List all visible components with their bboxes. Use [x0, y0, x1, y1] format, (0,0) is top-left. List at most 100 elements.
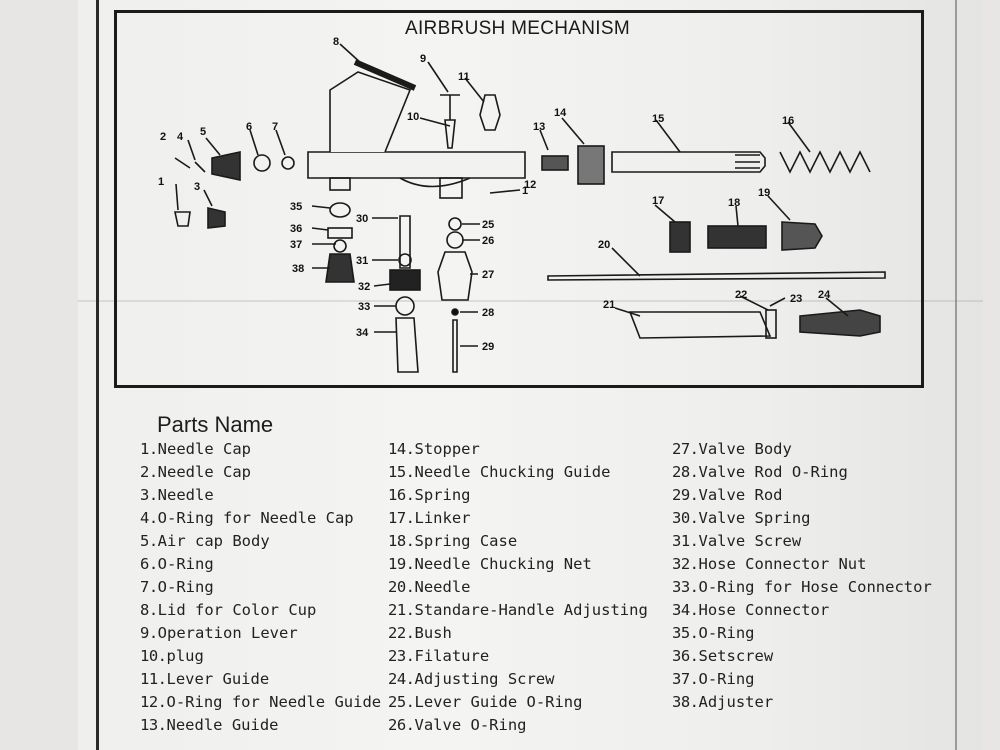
- part-number: 5.: [140, 532, 158, 550]
- spring-shape: [779, 150, 871, 174]
- part-item: 15.Needle Chucking Guide: [388, 461, 648, 484]
- part-number: 30.: [672, 509, 699, 527]
- callout: 25: [482, 219, 494, 231]
- valve-screw-shape: [398, 253, 412, 267]
- part-number: 16.: [388, 486, 415, 504]
- part-number: 21.: [388, 601, 415, 619]
- callout: 15: [652, 113, 664, 125]
- chucking-net-shape: [781, 221, 823, 251]
- part-name: Needle Chucking Guide: [414, 463, 611, 481]
- part-name: O-Ring for Hose Connector: [698, 578, 932, 596]
- part-number: 20.: [388, 578, 415, 596]
- part-name: Operation Lever: [157, 624, 298, 642]
- oring-37: [333, 239, 347, 253]
- diagram-title: AIRBRUSH MECHANISM: [405, 18, 630, 39]
- lever-guide-shape: [479, 94, 501, 131]
- part-name: O-Ring: [157, 578, 214, 596]
- part-name: Valve Rod O-Ring: [698, 463, 848, 481]
- part-item: 12.O-Ring for Needle Guide: [140, 691, 381, 714]
- callout: 10: [407, 111, 419, 123]
- part-name: Valve Body: [698, 440, 792, 458]
- part-number: 23.: [388, 647, 415, 665]
- part-name: Needle Cap: [157, 463, 251, 481]
- part-number: 34.: [672, 601, 699, 619]
- part-item: 32.Hose Connector Nut: [672, 553, 932, 576]
- part-item: 3.Needle: [140, 484, 381, 507]
- callout: 30: [356, 213, 368, 225]
- part-name: O-Ring for Needle Guide: [166, 693, 382, 711]
- part-item: 22.Bush: [388, 622, 648, 645]
- part-number: 10.: [140, 647, 167, 665]
- part-name: O-Ring: [698, 624, 755, 642]
- parts-heading: Parts Name: [157, 412, 274, 437]
- part-name: O-Ring: [157, 555, 214, 573]
- part-name: Stopper: [414, 440, 480, 458]
- part-name: Standare-Handle Adjusting: [414, 601, 648, 619]
- cup-lid-shape: [353, 59, 417, 91]
- part-item: 4.O-Ring for Needle Cap: [140, 507, 381, 530]
- part-item: 37.O-Ring: [672, 668, 932, 691]
- needle-front: [174, 157, 206, 173]
- part-name: Lid for Color Cup: [157, 601, 317, 619]
- part-number: 8.: [140, 601, 158, 619]
- part-number: 27.: [672, 440, 699, 458]
- part-item: 27.Valve Body: [672, 438, 932, 461]
- part-number: 17.: [388, 509, 415, 527]
- part-item: 14.Stopper: [388, 438, 648, 461]
- body-foot: [329, 177, 351, 191]
- aircap-shape: [211, 151, 241, 181]
- bush-shape: [765, 309, 777, 339]
- part-name: Lever Guide O-Ring: [414, 693, 583, 711]
- part-name: Needle Chucking Net: [414, 555, 592, 573]
- exploded-diagram: 2 4 5 6 7 1 3 8 9 11 10 1 12 13 14 15 16…: [158, 36, 886, 373]
- part-number: 24.: [388, 670, 415, 688]
- adjuster-shape: [325, 253, 355, 283]
- callout: 14: [554, 107, 567, 119]
- part-name: Needle Guide: [166, 716, 279, 734]
- part-item: 28.Valve Rod O-Ring: [672, 461, 932, 484]
- handle-curve: [399, 177, 471, 188]
- part-number: 19.: [388, 555, 415, 573]
- part-name: O-Ring for Needle Cap: [157, 509, 354, 527]
- callout: 26: [482, 235, 494, 247]
- part-number: 28.: [672, 463, 699, 481]
- part-name: Valve O-Ring: [414, 716, 527, 734]
- part-number: 1.: [140, 440, 158, 458]
- part-name: plug: [166, 647, 204, 665]
- part-number: 3.: [140, 486, 158, 504]
- part-item: 11.Lever Guide: [140, 668, 381, 691]
- callout: 18: [728, 197, 740, 209]
- part-name: Needle: [157, 486, 214, 504]
- callout: 37: [290, 239, 302, 251]
- part-number: 38.: [672, 693, 699, 711]
- needle-cap-2: [207, 206, 226, 229]
- needle-cap-1: [174, 211, 191, 227]
- oring-7: [281, 156, 295, 170]
- paper-fold: [78, 300, 983, 302]
- callout: 3: [194, 181, 200, 193]
- part-name: Valve Spring: [698, 509, 811, 527]
- callout: 2: [160, 131, 166, 143]
- lever-shape: [440, 94, 460, 149]
- part-number: 33.: [672, 578, 699, 596]
- callout: 13: [533, 121, 545, 133]
- part-number: 2.: [140, 463, 158, 481]
- callout: 33: [358, 301, 370, 313]
- hose-nut-shape: [389, 269, 421, 291]
- valve-rod-shape: [452, 319, 458, 373]
- part-item: 8.Lid for Color Cup: [140, 599, 381, 622]
- callout: 23: [790, 293, 802, 305]
- part-name: Linker: [414, 509, 471, 527]
- part-number: 26.: [388, 716, 415, 734]
- part-name: Needle: [414, 578, 471, 596]
- callout: 8: [333, 36, 339, 48]
- part-item: 5.Air cap Body: [140, 530, 381, 553]
- part-name: Spring: [414, 486, 471, 504]
- oring-28: [451, 308, 459, 316]
- part-item: 33.O-Ring for Hose Connector: [672, 576, 932, 599]
- chucking-thread: [735, 154, 760, 169]
- chucking-guide-shape: [611, 151, 766, 173]
- part-number: 14.: [388, 440, 415, 458]
- callout: 12: [524, 179, 536, 191]
- part-item: 7.O-Ring: [140, 576, 381, 599]
